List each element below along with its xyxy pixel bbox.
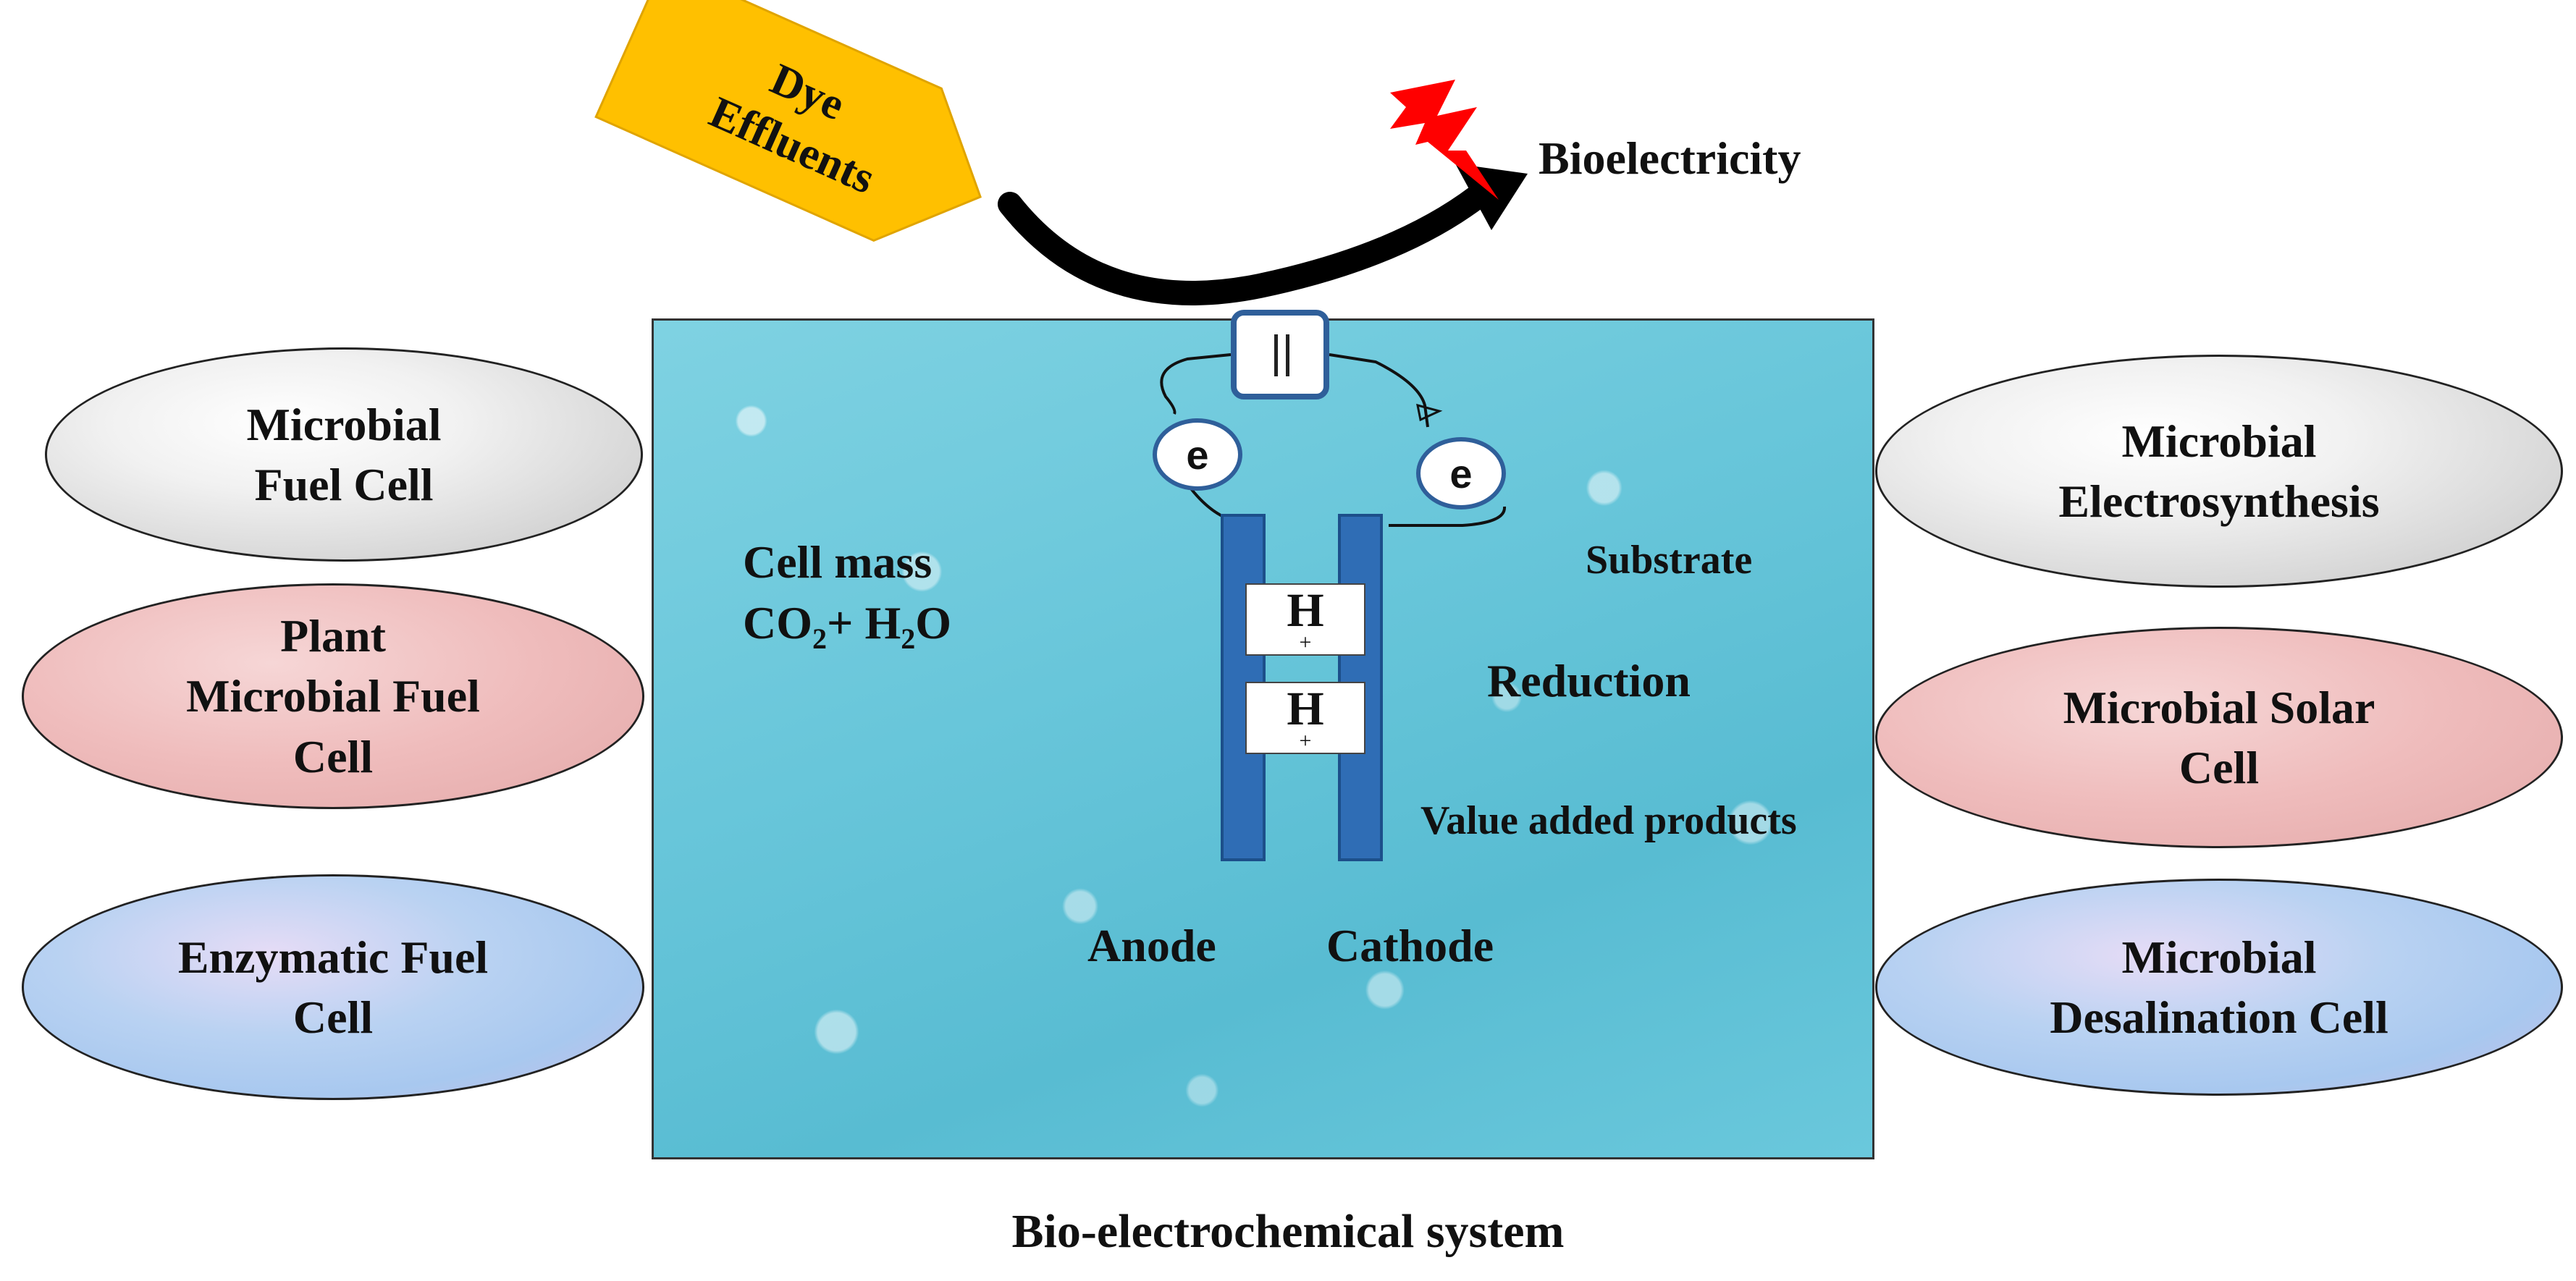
left-cell-3-line2: Cell <box>292 992 374 1043</box>
cathode-value-added-label: Value added products <box>1420 798 1797 843</box>
proton-box-2: H + <box>1245 682 1365 754</box>
ellipse-microbial-fuel-cell: Microbial Fuel Cell <box>45 347 643 562</box>
proton-2-charge: + <box>1299 729 1312 753</box>
anode-label: Anode <box>1087 920 1216 971</box>
anode-product-cell-mass: Cell mass <box>743 536 933 588</box>
curved-arrow-head <box>1455 164 1528 230</box>
left-cell-2-line1: Plant <box>280 610 386 662</box>
proton-box-1: H + <box>1245 583 1365 656</box>
right-cell-2-line2: Cell <box>2179 742 2260 793</box>
left-cell-1-line1: Microbial <box>246 398 442 450</box>
proton-1-symbol: H <box>1287 584 1324 637</box>
h2o-h: H <box>864 597 901 648</box>
ellipse-plant-microbial-fuel-cell: Plant Microbial Fuel Cell <box>22 583 644 809</box>
right-cell-1-line2: Electrosynthesis <box>2058 475 2380 527</box>
co2-text: CO <box>743 597 812 648</box>
ellipse-microbial-electrosynthesis: Microbial Electrosynthesis <box>1875 355 2563 588</box>
bioelectricity-label: Bioelectricity <box>1539 132 1801 184</box>
left-cell-3-line1: Enzymatic Fuel <box>177 931 489 983</box>
flow-arrow-svg <box>594 0 1528 305</box>
left-cell-2-line3: Cell <box>292 730 374 782</box>
cathode-reduction-label: Reduction <box>1487 655 1691 706</box>
cathode-label: Cathode <box>1326 920 1494 971</box>
anode-product-co2-h2o: CO2+ H2O <box>743 596 951 656</box>
ellipse-microbial-solar-cell: Microbial Solar Cell <box>1875 627 2563 848</box>
dye-effluents-arrow <box>594 0 982 242</box>
curved-arrow <box>998 185 1489 305</box>
h2o-o: O <box>915 597 952 648</box>
system-caption: Bio-electrochemical system <box>1011 1205 1565 1258</box>
ellipse-enzymatic-fuel-cell: Enzymatic Fuel Cell <box>22 874 644 1100</box>
electron-circle-anode: e <box>1153 418 1242 491</box>
left-cell-1-line2: Fuel Cell <box>254 459 434 510</box>
h2o-subscript: 2 <box>901 622 916 655</box>
proton-2-symbol: H <box>1287 682 1324 735</box>
co2-subscript: 2 <box>812 622 827 655</box>
ellipse-microbial-desalination-cell: Microbial Desalination Cell <box>1875 879 2563 1096</box>
battery-icon <box>1231 310 1329 399</box>
right-cell-3-line2: Desalination Cell <box>2050 992 2388 1043</box>
right-cell-2-line1: Microbial Solar <box>2063 681 2375 733</box>
right-cell-3-line1: Microbial <box>2121 931 2317 983</box>
right-cell-1-line1: Microbial <box>2121 415 2317 467</box>
left-cell-2-line2: Microbial Fuel <box>186 670 480 722</box>
plus-sign: + <box>827 597 854 648</box>
cathode-substrate-label: Substrate <box>1586 538 1753 583</box>
proton-1-charge: + <box>1299 630 1312 654</box>
electron-circle-cathode: e <box>1416 437 1506 510</box>
lightning-icon <box>1390 80 1499 200</box>
